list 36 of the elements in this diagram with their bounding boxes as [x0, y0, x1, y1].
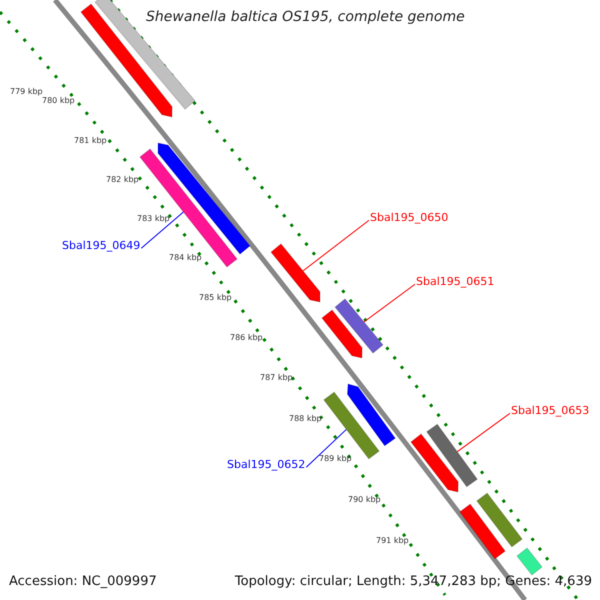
- gene-feature: [321, 309, 363, 359]
- scale-label: 791 kbp: [376, 537, 409, 545]
- diagram-title: Shewanella baltica OS195, complete genome: [146, 10, 465, 24]
- genome-info-text: Topology: circular; Length: 5,347,283 bp; Genes: 4,639: [234, 575, 592, 588]
- gene-feature: [158, 142, 251, 255]
- gene-label: Sbal195_0651: [416, 276, 494, 287]
- gene-label: Sbal195_0650: [370, 212, 448, 223]
- scale-label: 787 kbp: [260, 374, 293, 382]
- scale-label: 790 kbp: [348, 496, 381, 504]
- gene-feature: [270, 243, 320, 303]
- gene-feature: [334, 298, 384, 354]
- scale-label: 784 kbp: [169, 254, 202, 262]
- leader-line: [306, 428, 347, 468]
- gene-feature: [476, 492, 523, 548]
- scale-label: 783 kbp: [137, 215, 170, 223]
- gene-label: Sbal195_0653: [511, 405, 590, 416]
- gene-feature: [426, 424, 478, 488]
- scale-label: 789 kbp: [319, 455, 352, 463]
- leader-line: [140, 212, 184, 249]
- scale-label: 781 kbp: [74, 137, 107, 145]
- accession-text: Accession: NC_009997: [9, 575, 157, 588]
- leader-line: [456, 412, 510, 452]
- gene-feature: [516, 547, 543, 576]
- gene-feature: [410, 433, 459, 493]
- scale-label: 779 kbp: [10, 88, 43, 96]
- gene-feature: [139, 148, 238, 268]
- gene-feature: [346, 383, 396, 446]
- scale-label: 782 kbp: [106, 176, 139, 184]
- leader-line: [302, 220, 370, 272]
- scale-label: 785 kbp: [199, 294, 232, 302]
- leader-line: [364, 284, 416, 322]
- gene-label: Sbal195_0649: [62, 240, 140, 251]
- gene-label: Sbal195_0652: [227, 459, 306, 470]
- scale-label: 780 kbp: [42, 97, 75, 105]
- scale-label: 786 kbp: [230, 334, 263, 342]
- gene-feature: [459, 503, 506, 560]
